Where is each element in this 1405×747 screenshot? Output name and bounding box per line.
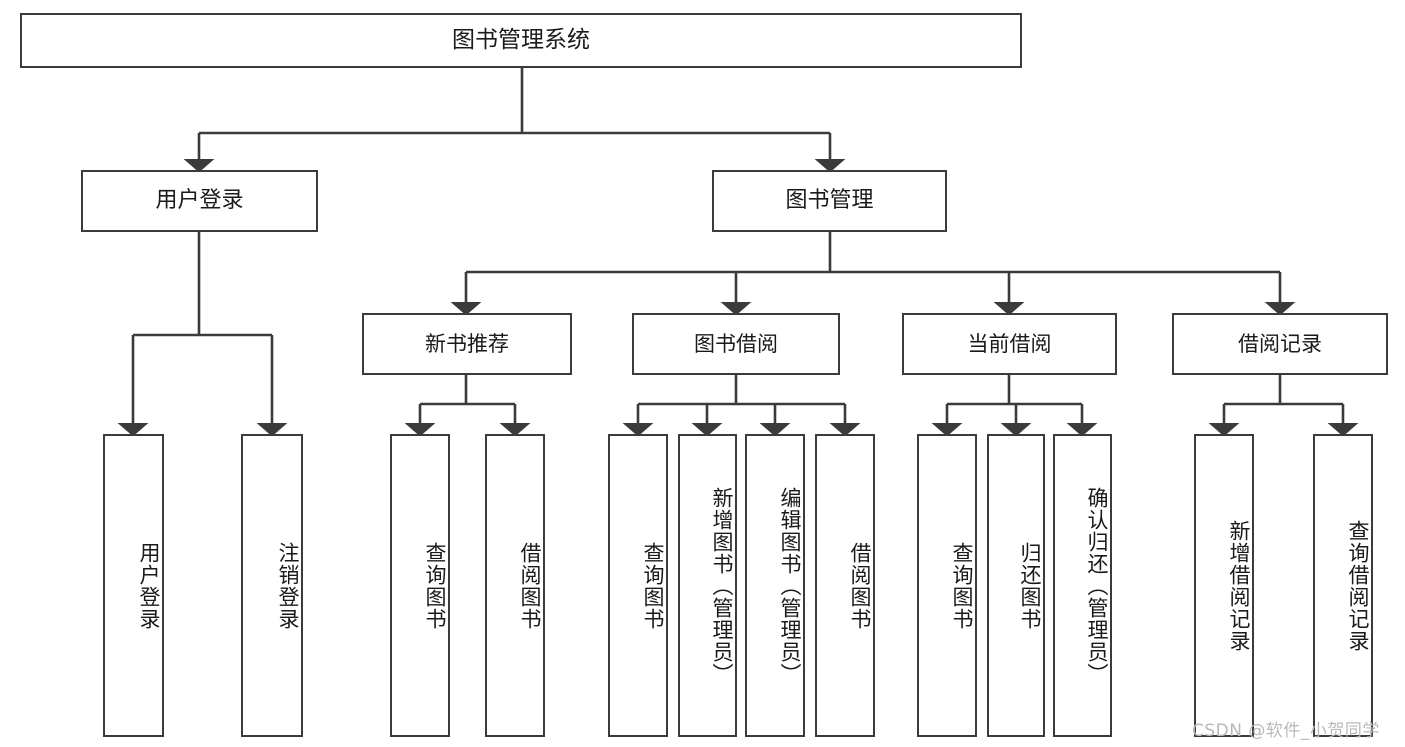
node-leaf-query-book-2-label: 查询图书 [641, 541, 665, 630]
node-leaf-user-logout[interactable]: 注销登录 [241, 434, 303, 737]
node-leaf-edit-book[interactable]: 编辑图书（管理员） [745, 434, 805, 737]
node-leaf-borrow-book-1-label: 借阅图书 [518, 541, 542, 630]
node-leaf-confirm-return[interactable]: 确认归还（管理员） [1053, 434, 1112, 737]
node-leaf-query-record-label: 查询借阅记录 [1346, 519, 1370, 652]
node-user-login[interactable]: 用户登录 [81, 170, 318, 232]
node-book-manage-label: 图书管理 [785, 188, 874, 214]
node-user-login-label: 用户登录 [155, 188, 244, 214]
node-current-borrow[interactable]: 当前借阅 [902, 313, 1117, 375]
node-leaf-user-logout-label: 注销登录 [276, 541, 300, 630]
node-leaf-add-book[interactable]: 新增图书（管理员） [678, 434, 737, 737]
node-leaf-user-login-label: 用户登录 [137, 541, 161, 630]
node-borrow-record[interactable]: 借阅记录 [1172, 313, 1388, 375]
node-leaf-query-book-2[interactable]: 查询图书 [608, 434, 668, 737]
node-leaf-query-book-1-label: 查询图书 [423, 541, 447, 630]
node-leaf-return-book[interactable]: 归还图书 [987, 434, 1045, 737]
node-leaf-add-record-label: 新增借阅记录 [1227, 519, 1251, 652]
node-leaf-query-book-1[interactable]: 查询图书 [390, 434, 450, 737]
node-leaf-query-record[interactable]: 查询借阅记录 [1313, 434, 1373, 737]
node-leaf-confirm-return-label: 确认归还（管理员） [1085, 486, 1109, 685]
node-leaf-add-book-label: 新增图书（管理员） [710, 486, 734, 685]
node-leaf-edit-book-label: 编辑图书（管理员） [778, 486, 802, 685]
node-borrow-record-label: 借阅记录 [1238, 331, 1322, 356]
node-leaf-add-record[interactable]: 新增借阅记录 [1194, 434, 1254, 737]
node-root-label: 图书管理系统 [452, 27, 590, 54]
node-leaf-query-book-3-label: 查询图书 [950, 541, 974, 630]
node-leaf-query-book-3[interactable]: 查询图书 [917, 434, 977, 737]
node-leaf-return-book-label: 归还图书 [1018, 541, 1042, 630]
node-new-book-recommend-label: 新书推荐 [425, 331, 509, 356]
node-leaf-borrow-book-2[interactable]: 借阅图书 [815, 434, 875, 737]
node-leaf-borrow-book-1[interactable]: 借阅图书 [485, 434, 545, 737]
node-current-borrow-label: 当前借阅 [967, 331, 1052, 356]
node-book-manage[interactable]: 图书管理 [712, 170, 947, 232]
node-leaf-user-login[interactable]: 用户登录 [103, 434, 164, 737]
node-leaf-borrow-book-2-label: 借阅图书 [848, 541, 872, 630]
node-root[interactable]: 图书管理系统 [20, 13, 1022, 68]
csdn-watermark: CSDN @软件_小贺同学 [1192, 721, 1380, 741]
node-book-borrow-label: 图书借阅 [694, 331, 778, 356]
node-book-borrow[interactable]: 图书借阅 [632, 313, 840, 375]
node-new-book-recommend[interactable]: 新书推荐 [362, 313, 572, 375]
